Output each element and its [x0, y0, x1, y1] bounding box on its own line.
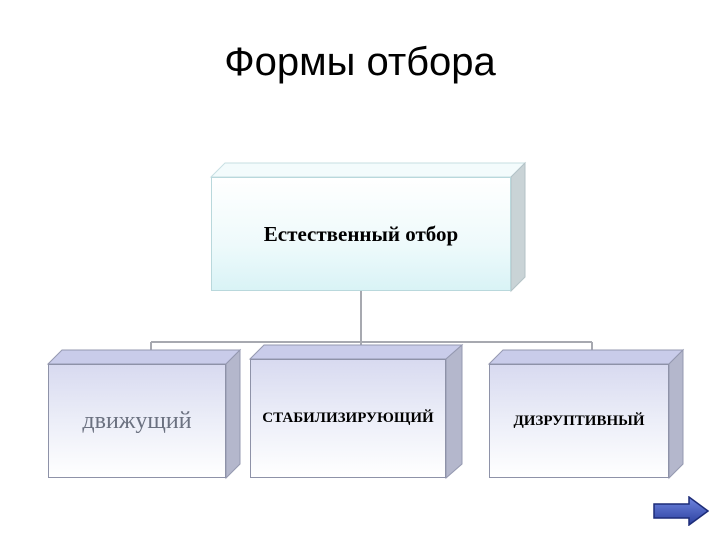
child-node-face: СТАБИЛИЗИРУЮЩИЙ [250, 359, 446, 478]
child-node-stabilizing: СТАБИЛИЗИРУЮЩИЙ [248, 343, 464, 480]
child-node-face: движущий [48, 364, 226, 478]
child-node-label: ДИЗРУПТИВНЫЙ [513, 412, 645, 429]
child-node-depth [248, 343, 464, 480]
arrow-right-icon [653, 495, 710, 527]
child-node-depth [46, 348, 242, 480]
child-node-driving: движущий [46, 348, 242, 480]
slide-title: Формы отбора [224, 40, 496, 84]
child-node-label: движущий [82, 407, 192, 434]
root-node: Естественный отбор [209, 161, 527, 293]
child-node-label: СТАБИЛИЗИРУЮЩИЙ [262, 410, 434, 426]
root-node-face: Естественный отбор [211, 177, 511, 291]
root-node-label: Естественный отбор [263, 221, 459, 246]
root-node-depth [209, 161, 527, 293]
next-slide-button[interactable] [653, 495, 710, 527]
child-node-face: ДИЗРУПТИВНЫЙ [489, 364, 669, 478]
child-node-depth [487, 348, 685, 480]
child-node-disruptive: ДИЗРУПТИВНЫЙ [487, 348, 685, 480]
